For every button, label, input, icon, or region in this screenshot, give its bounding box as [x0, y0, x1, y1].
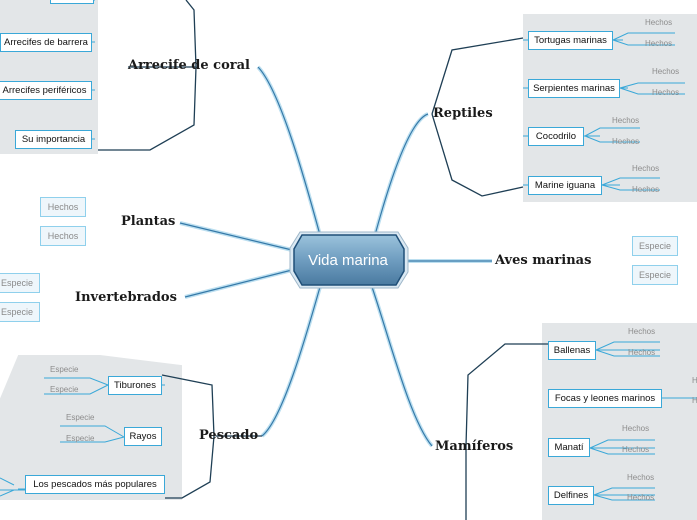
plantas-fact-box[interactable]: Hechos	[40, 197, 86, 217]
subtopic-marine-iguana[interactable]: Marine iguana	[528, 176, 602, 195]
species-label[interactable]: Especie	[66, 434, 95, 443]
invertebrados-species-box[interactable]: Especie	[0, 273, 40, 293]
fact-label[interactable]: Hechos	[632, 185, 660, 194]
fact-label[interactable]: Hechos	[652, 67, 680, 76]
fact-label[interactable]: Hechos	[627, 473, 655, 482]
subtopic-focas-leones[interactable]: Focas y leones marinos	[548, 389, 662, 408]
fact-label[interactable]: Hechos	[622, 424, 650, 433]
aves-species-box[interactable]: Especie	[632, 265, 678, 285]
fact-label[interactable]: Hechos	[645, 18, 673, 27]
topic-mamiferos[interactable]: Mamíferos	[435, 439, 514, 454]
subtopic-arrecifes-perifericos[interactable]: Arrecifes periféricos	[0, 81, 92, 100]
fact-label[interactable]: Hechos	[628, 348, 656, 357]
subtopic-arrecifes-barrera[interactable]: Arrecifes de barrera	[0, 33, 92, 52]
subtopic-tortugas-marinas[interactable]: Tortugas marinas	[528, 31, 613, 50]
fact-label[interactable]: Hechos	[628, 327, 656, 336]
fact-label-partial: H	[692, 376, 697, 385]
subtopic-box[interactable]	[50, 0, 94, 4]
subtopic-tiburones[interactable]: Tiburones	[108, 376, 162, 395]
species-label[interactable]: Especie	[50, 365, 79, 374]
subtopic-manati[interactable]: Manatí	[548, 438, 590, 457]
aves-species-box[interactable]: Especie	[632, 236, 678, 256]
invertebrados-species-box[interactable]: Especie	[0, 302, 40, 322]
topic-arrecife[interactable]: Arrecife de coral	[128, 58, 250, 73]
arrecife-panel	[0, 0, 98, 154]
subtopic-cocodrilo[interactable]: Cocodrilo	[528, 127, 584, 146]
species-label[interactable]: Especie	[50, 385, 79, 394]
fact-label[interactable]: Hechos	[612, 116, 640, 125]
fact-label[interactable]: Hechos	[627, 493, 655, 502]
subtopic-delfines[interactable]: Delfines	[548, 486, 594, 505]
topic-plantas[interactable]: Plantas	[121, 214, 176, 229]
plantas-fact-box[interactable]: Hechos	[40, 226, 86, 246]
topic-invertebrados[interactable]: Invertebrados	[75, 290, 177, 305]
subtopic-serpientes-marinas[interactable]: Serpientes marinas	[528, 79, 620, 98]
fact-label[interactable]: Hechos	[612, 137, 640, 146]
subtopic-rayos[interactable]: Rayos	[124, 427, 162, 446]
fact-label-partial: H	[692, 396, 697, 405]
species-label[interactable]: Especie	[66, 413, 95, 422]
topic-pescado[interactable]: Pescado	[199, 428, 259, 443]
topic-aves[interactable]: Aves marinas	[495, 253, 592, 268]
subtopic-su-importancia[interactable]: Su importancia	[15, 130, 92, 149]
topic-reptiles[interactable]: Reptiles	[433, 106, 493, 121]
subtopic-ballenas[interactable]: Ballenas	[548, 341, 596, 360]
subtopic-pescados-populares[interactable]: Los pescados más populares	[25, 475, 165, 494]
fact-label[interactable]: Hechos	[632, 164, 660, 173]
fact-label[interactable]: Hechos	[652, 88, 680, 97]
fact-label[interactable]: Hechos	[645, 39, 673, 48]
central-topic[interactable]: Vida marina	[308, 251, 388, 269]
fact-label[interactable]: Hechos	[622, 445, 650, 454]
